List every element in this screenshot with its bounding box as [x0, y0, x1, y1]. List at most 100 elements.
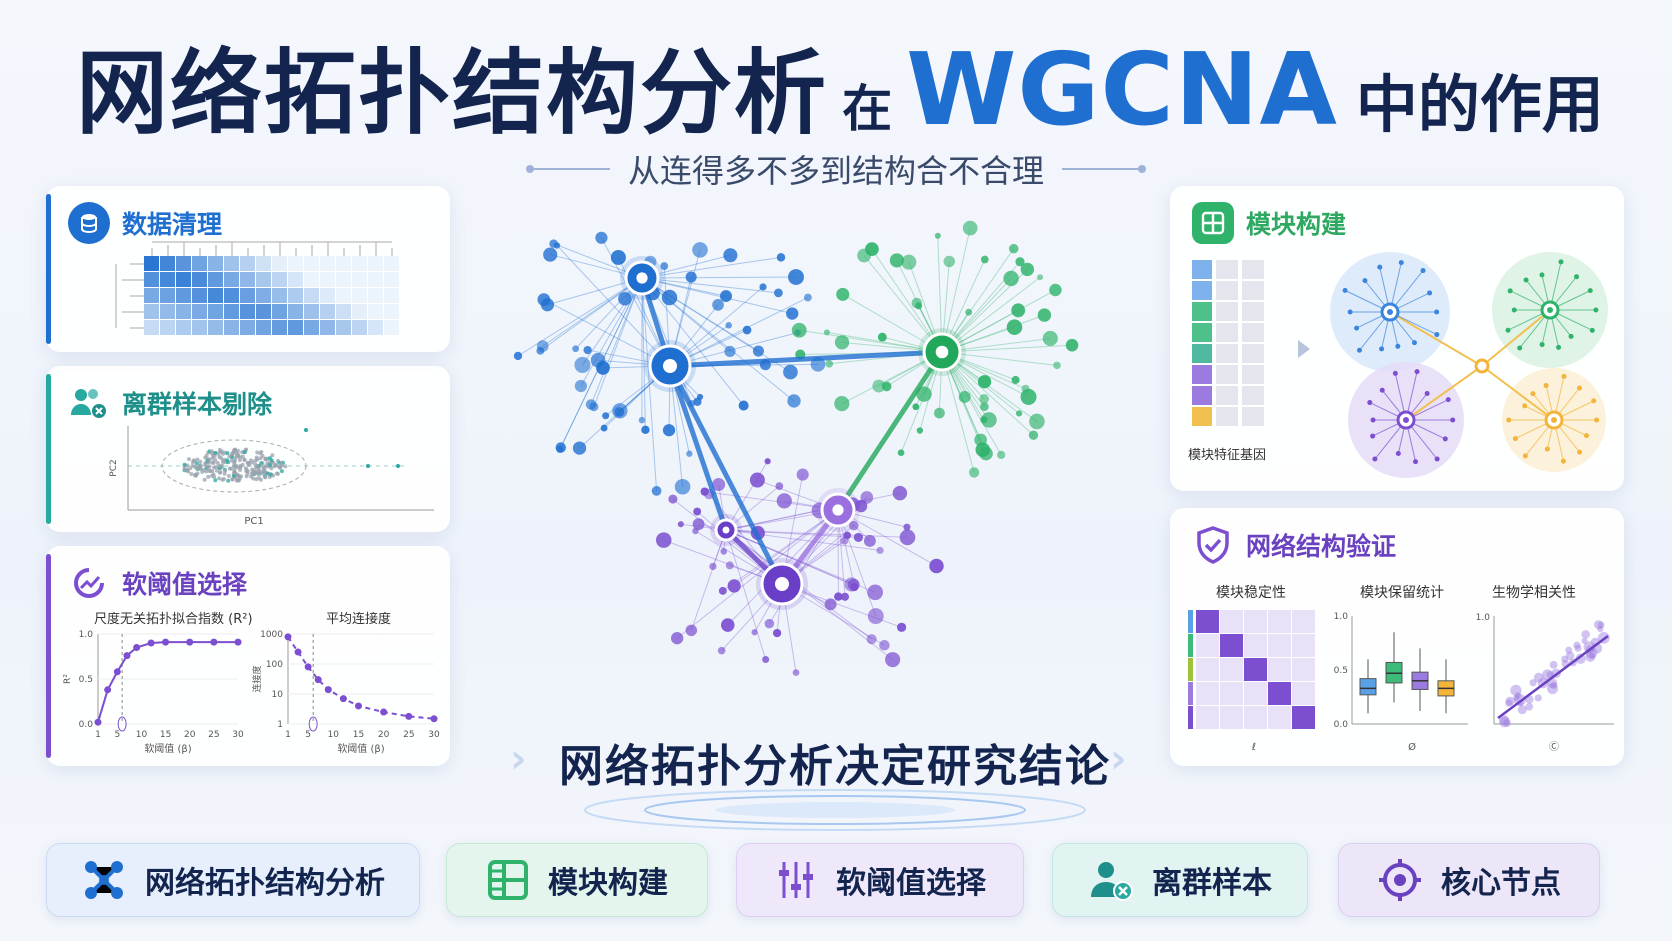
hub-node-core	[636, 272, 648, 284]
heatmap-cell	[272, 288, 287, 303]
scatter-point	[1597, 626, 1604, 633]
network-node	[1006, 319, 1023, 335]
eigengene-cell	[1242, 386, 1264, 405]
hub-link	[667, 364, 785, 586]
network-edge	[725, 529, 767, 660]
heatmap-cell	[352, 256, 367, 271]
network-node	[775, 482, 784, 491]
network-node	[881, 381, 892, 392]
x-axis-label: PC1	[244, 516, 263, 527]
network-node	[727, 579, 741, 593]
shield-check-icon	[1192, 524, 1234, 566]
heatmap-cell	[320, 272, 335, 287]
network-node	[867, 584, 883, 601]
module-node	[1370, 417, 1376, 423]
network-node	[1042, 330, 1058, 347]
stability-cell	[1220, 706, 1243, 729]
heatmap-cell	[160, 304, 175, 319]
sample-point	[275, 471, 280, 476]
sample-point	[194, 461, 199, 466]
module-node	[1517, 345, 1523, 351]
heatmap-cell	[176, 288, 191, 303]
eigengene-cell	[1216, 302, 1238, 321]
sample-point	[247, 461, 252, 466]
sample-point	[221, 476, 226, 481]
sample-point	[214, 468, 219, 473]
heatmap-cell	[144, 320, 159, 335]
chevron-right-icon: ›	[510, 736, 527, 782]
sample-point	[222, 468, 227, 473]
eigengene-cell	[1242, 323, 1264, 342]
stability-cell	[1220, 682, 1243, 705]
sample-point	[262, 468, 267, 473]
network-edge	[641, 277, 658, 491]
y-tick-label: 1.0	[1334, 612, 1349, 622]
bottom-button-hub[interactable]: 核心节点	[1338, 843, 1600, 917]
x-tick-label: 5	[114, 730, 120, 740]
network-node	[610, 249, 626, 265]
page-title: 网络拓扑结构分析 在 WGCNA 中的作用	[40, 30, 1640, 140]
clustering-heatmap	[115, 241, 399, 335]
heatmap-cell	[144, 272, 159, 287]
eigengene-cell	[1242, 344, 1264, 363]
sample-point	[253, 470, 258, 475]
network-node	[723, 248, 738, 263]
stability-cell	[1196, 610, 1219, 633]
bottom-button-module[interactable]: 模块构建	[446, 843, 708, 917]
bottom-button-topology[interactable]: 网络拓扑结构分析	[46, 843, 420, 917]
data-point	[304, 663, 312, 671]
y-tick-label: 1.0	[1476, 613, 1491, 623]
scatter-point	[1565, 651, 1575, 661]
network-edge	[799, 329, 943, 353]
network-node	[897, 449, 905, 457]
panel-title: 网络结构验证	[1246, 532, 1397, 561]
network-node	[724, 345, 736, 358]
network-node	[1015, 257, 1025, 267]
data-point	[94, 718, 102, 726]
sample-point	[237, 458, 242, 463]
heatmap-cell	[336, 272, 351, 287]
heatmap-cell	[224, 288, 239, 303]
bottom-button-outlier[interactable]: 离群样本	[1052, 843, 1308, 917]
module-node	[1414, 369, 1420, 375]
heatmap-cell	[352, 272, 367, 287]
network-edge	[590, 277, 643, 405]
module-side-color	[1188, 682, 1193, 705]
network-node	[824, 598, 837, 611]
module-side-color	[1188, 634, 1193, 657]
network-edge	[582, 277, 643, 366]
network-edge	[676, 509, 839, 639]
data-point	[405, 712, 413, 720]
network-node	[725, 561, 734, 570]
network-edge	[725, 529, 859, 538]
network-edge	[540, 277, 643, 352]
network-edge	[725, 509, 820, 531]
network-node	[848, 520, 859, 531]
stability-cell	[1196, 706, 1219, 729]
scatter-point	[1517, 705, 1527, 715]
stability-cell	[1268, 634, 1291, 657]
module-node	[1544, 446, 1550, 452]
x-axis-label: 软阈值 (β)	[144, 742, 191, 755]
module-node	[1442, 436, 1448, 442]
module-node	[1539, 272, 1545, 278]
network-node	[693, 507, 702, 516]
heatmap-cell	[208, 272, 223, 287]
y-tick-label: 1.0	[79, 630, 94, 640]
module-node	[1574, 274, 1580, 280]
module-side-color	[1188, 610, 1193, 633]
network-edge	[593, 277, 643, 407]
network-node	[641, 425, 650, 435]
network-edge	[941, 276, 1041, 353]
user-remove-icon	[1091, 862, 1133, 901]
panel-header: 数据清理	[68, 202, 222, 244]
module-node	[1356, 347, 1362, 353]
sample-point	[250, 471, 255, 476]
x-tick-label: 30	[232, 730, 244, 740]
sample-point	[220, 449, 225, 454]
bottom-button-threshold[interactable]: 软阈值选择	[736, 843, 1024, 917]
network-node	[823, 329, 830, 336]
heatmap-cell	[256, 320, 271, 335]
heatmap-cell	[144, 288, 159, 303]
